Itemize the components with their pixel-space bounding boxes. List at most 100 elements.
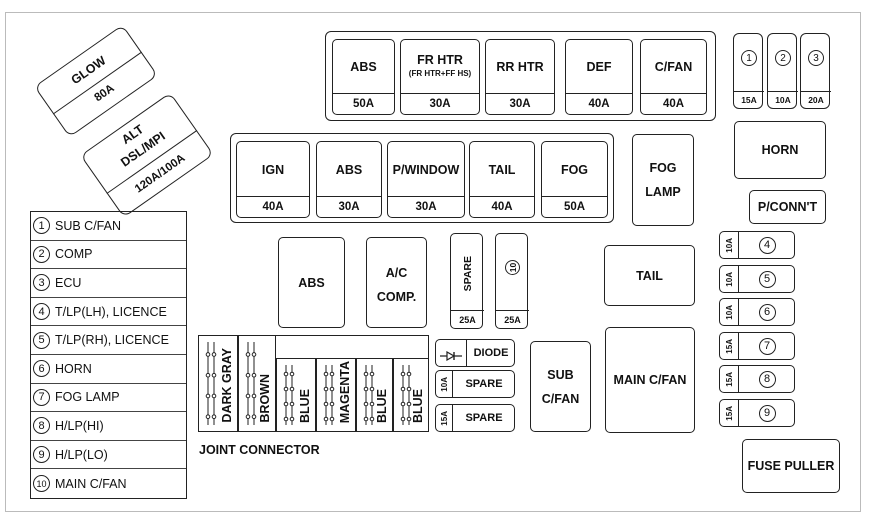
joint-cell-color: BLUE	[411, 388, 425, 423]
joint-cell-color: BROWN	[258, 374, 272, 423]
horn-relay: HORN	[734, 121, 826, 179]
top-fuse-sublabel: (FR HTR+FF HS)	[408, 69, 472, 78]
diode-fuse: DIODE	[435, 339, 515, 367]
second-fuse-name: FOG	[560, 162, 589, 177]
legend-text: HORN	[55, 361, 92, 376]
pconn-label: P/CONN'T	[757, 200, 818, 214]
top-fuse-label: RR HTR	[496, 60, 544, 74]
top-fuse-name: RR HTR	[486, 40, 554, 94]
fuse-number: 9	[758, 404, 776, 422]
second-fuse-amp: 40A	[237, 196, 309, 217]
joint-cell-color: MAGENTA	[338, 360, 352, 423]
top-fuse-4: DEF 40A	[565, 39, 633, 115]
sub-cfan-label-1: SUB	[547, 368, 574, 382]
second-fuse-name: IGN	[261, 162, 285, 177]
fog-lamp-label-2: LAMP	[645, 185, 681, 199]
second-fuse-group	[230, 133, 614, 223]
connector-pins-icon	[282, 365, 296, 425]
second-fuse-amp: 30A	[317, 196, 381, 217]
fuse-amp: 15A	[724, 405, 734, 421]
legend-text: SUB C/FAN	[55, 218, 121, 233]
joint-cell-5: BLUE	[356, 358, 393, 432]
joint-cell-color: BLUE	[298, 388, 312, 423]
top-fuse-label: C/FAN	[654, 60, 693, 74]
legend-number: 10	[33, 475, 50, 493]
second-fuse-4: TAIL 40A	[469, 141, 535, 218]
legend-text: H/LP(HI)	[55, 418, 104, 433]
legend-text: COMP	[55, 247, 93, 262]
legend-number: 9	[33, 446, 50, 464]
second-fuse-amp: 50A	[542, 196, 607, 217]
abs-relay-label: ABS	[298, 275, 325, 290]
fuse-number: 6	[758, 303, 776, 321]
fuse-10-amp: 25A	[504, 314, 521, 325]
top-fuse-label: FR HTR	[417, 53, 463, 67]
small-fuse-amp: 20A	[808, 95, 824, 105]
legend-row: 9 H/LP(LO)	[31, 441, 186, 470]
abs-relay: ABS	[278, 237, 345, 328]
spare-mini-name: SPARE	[465, 412, 503, 424]
fuse-amp: 10A	[724, 237, 734, 253]
legend-text: MAIN C/FAN	[55, 476, 127, 491]
second-fuse-3: P/WINDOW 30A	[387, 141, 465, 218]
legend-row: 2 COMP	[31, 241, 186, 270]
fuse-10-number: 10	[505, 260, 520, 275]
legend-text: T/LP(RH), LICENCE	[55, 333, 169, 348]
horn-label: HORN	[761, 143, 799, 157]
joint-cell-2: BROWN	[238, 335, 276, 432]
legend-number: 2	[33, 245, 50, 263]
legend-number: 3	[33, 274, 50, 292]
small-fuse-number: 1	[741, 50, 757, 66]
top-fuse-group	[325, 31, 716, 121]
spare-25a-name: SPARE	[461, 256, 474, 292]
legend-number: 5	[33, 331, 50, 349]
sub-cfan-relay: SUB C/FAN	[530, 341, 591, 432]
connector-pins-icon	[362, 365, 376, 425]
diode-icon	[440, 348, 462, 362]
joint-cell-4: MAGENTA	[316, 358, 356, 432]
second-fuse-amp: 40A	[470, 196, 534, 217]
top-fuse-amp: 40A	[566, 93, 632, 114]
main-cfan-relay: MAIN C/FAN	[605, 327, 695, 433]
second-fuse-amp: 30A	[388, 196, 464, 217]
small-fuse-number: 2	[775, 50, 791, 66]
spare-mini-amp: 10A	[439, 376, 449, 392]
fuse-puller[interactable]: FUSE PULLER	[742, 439, 840, 493]
fuse-number: 8	[758, 370, 776, 388]
second-fuse-name: P/WINDOW	[392, 162, 460, 177]
connector-pins-icon	[204, 342, 218, 425]
fuse-amp: 10A	[724, 271, 734, 287]
top-fuse-5: C/FAN 40A	[640, 39, 707, 115]
fuse-10: 10 25A	[495, 233, 529, 329]
joint-connector-label: JOINT CONNECTOR	[199, 443, 320, 457]
joint-cell-1: DARK GRAY	[198, 335, 238, 432]
legend-text: H/LP(LO)	[55, 447, 108, 462]
legend-row: 5 T/LP(RH), LICENCE	[31, 326, 186, 355]
tail-relay-label: TAIL	[636, 268, 663, 283]
tail-relay: TAIL	[604, 245, 695, 306]
top-fuse-label: DEF	[586, 60, 612, 74]
second-fuse-name: TAIL	[488, 162, 516, 177]
second-fuse-5: FOG 50A	[541, 141, 608, 218]
top-fuse-name: DEF	[566, 40, 632, 94]
fog-lamp-label-1: FOG	[649, 161, 677, 175]
ac-label-1: A/C	[385, 266, 408, 280]
fuse-amp: 15A	[724, 338, 734, 354]
legend-number: 4	[33, 303, 50, 321]
joint-cell-color: BLUE	[375, 388, 389, 423]
legend-text: ECU	[55, 275, 82, 290]
small-fuse-amp: 10A	[775, 95, 791, 105]
top-fuse-amp: 40A	[641, 93, 706, 114]
top-fuse-amp: 30A	[401, 93, 479, 114]
